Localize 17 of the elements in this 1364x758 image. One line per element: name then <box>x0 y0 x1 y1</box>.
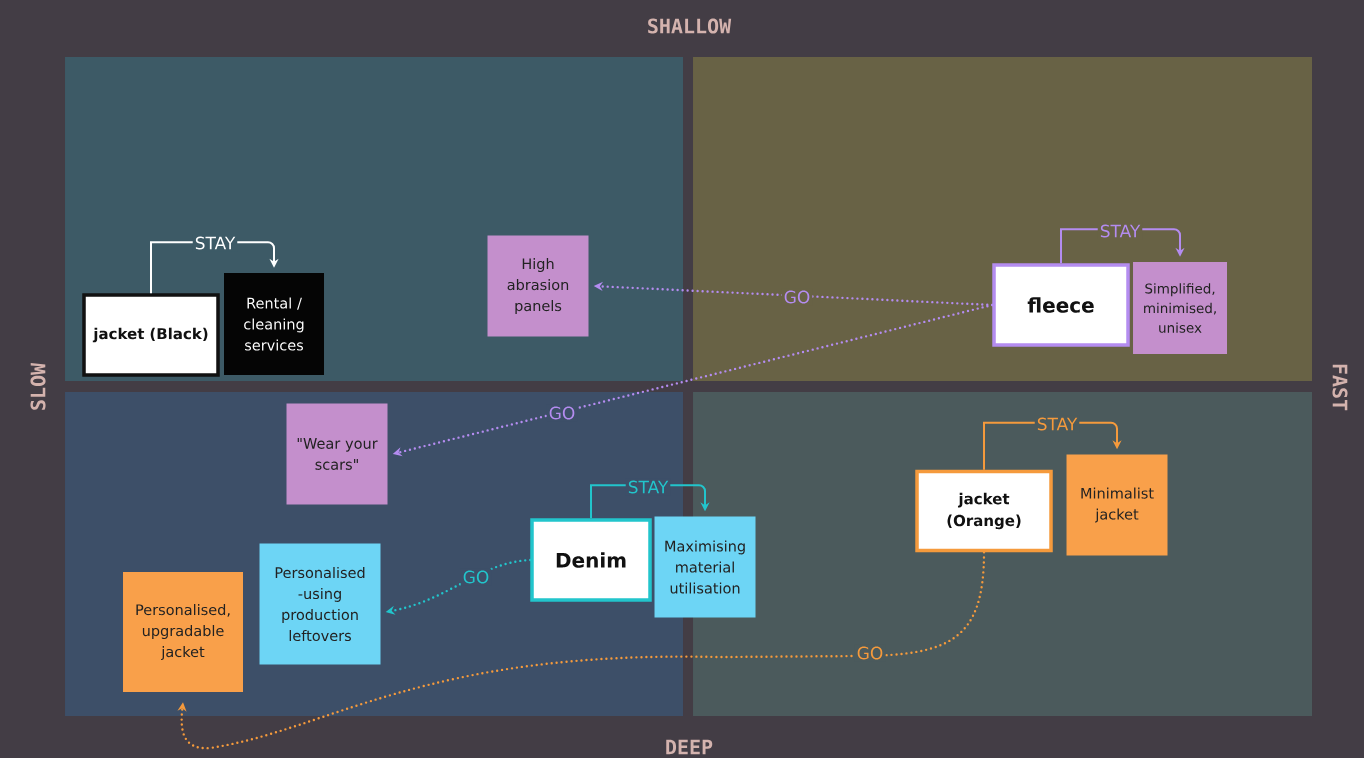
sticky-note: Rental / cleaning services <box>224 273 324 375</box>
axis-label: FAST <box>1332 364 1348 411</box>
sticky-note: Simplified, minimised, unisex <box>1133 262 1227 354</box>
sticky-note: Maximising material utilisation <box>654 516 756 618</box>
sticky-note: Personalised -using production leftovers <box>259 543 381 665</box>
axis-label: DEEP <box>666 739 713 755</box>
sticky-note: "Wear your scars" <box>286 403 388 505</box>
product-box: jacket (Orange) <box>915 469 1053 553</box>
product-box: Denim <box>530 518 652 602</box>
product-box: fleece <box>992 263 1130 347</box>
sticky-note: Minimalist jacket <box>1066 454 1168 556</box>
sticky-note: Personalised, upgradable jacket <box>123 572 243 692</box>
sticky-note: High abrasion panels <box>487 235 589 337</box>
axis-label: SLOW <box>30 362 46 410</box>
arrow <box>177 551 986 750</box>
product-box: jacket (Black) <box>82 293 220 377</box>
axis-label: SHALLOW <box>648 18 732 34</box>
